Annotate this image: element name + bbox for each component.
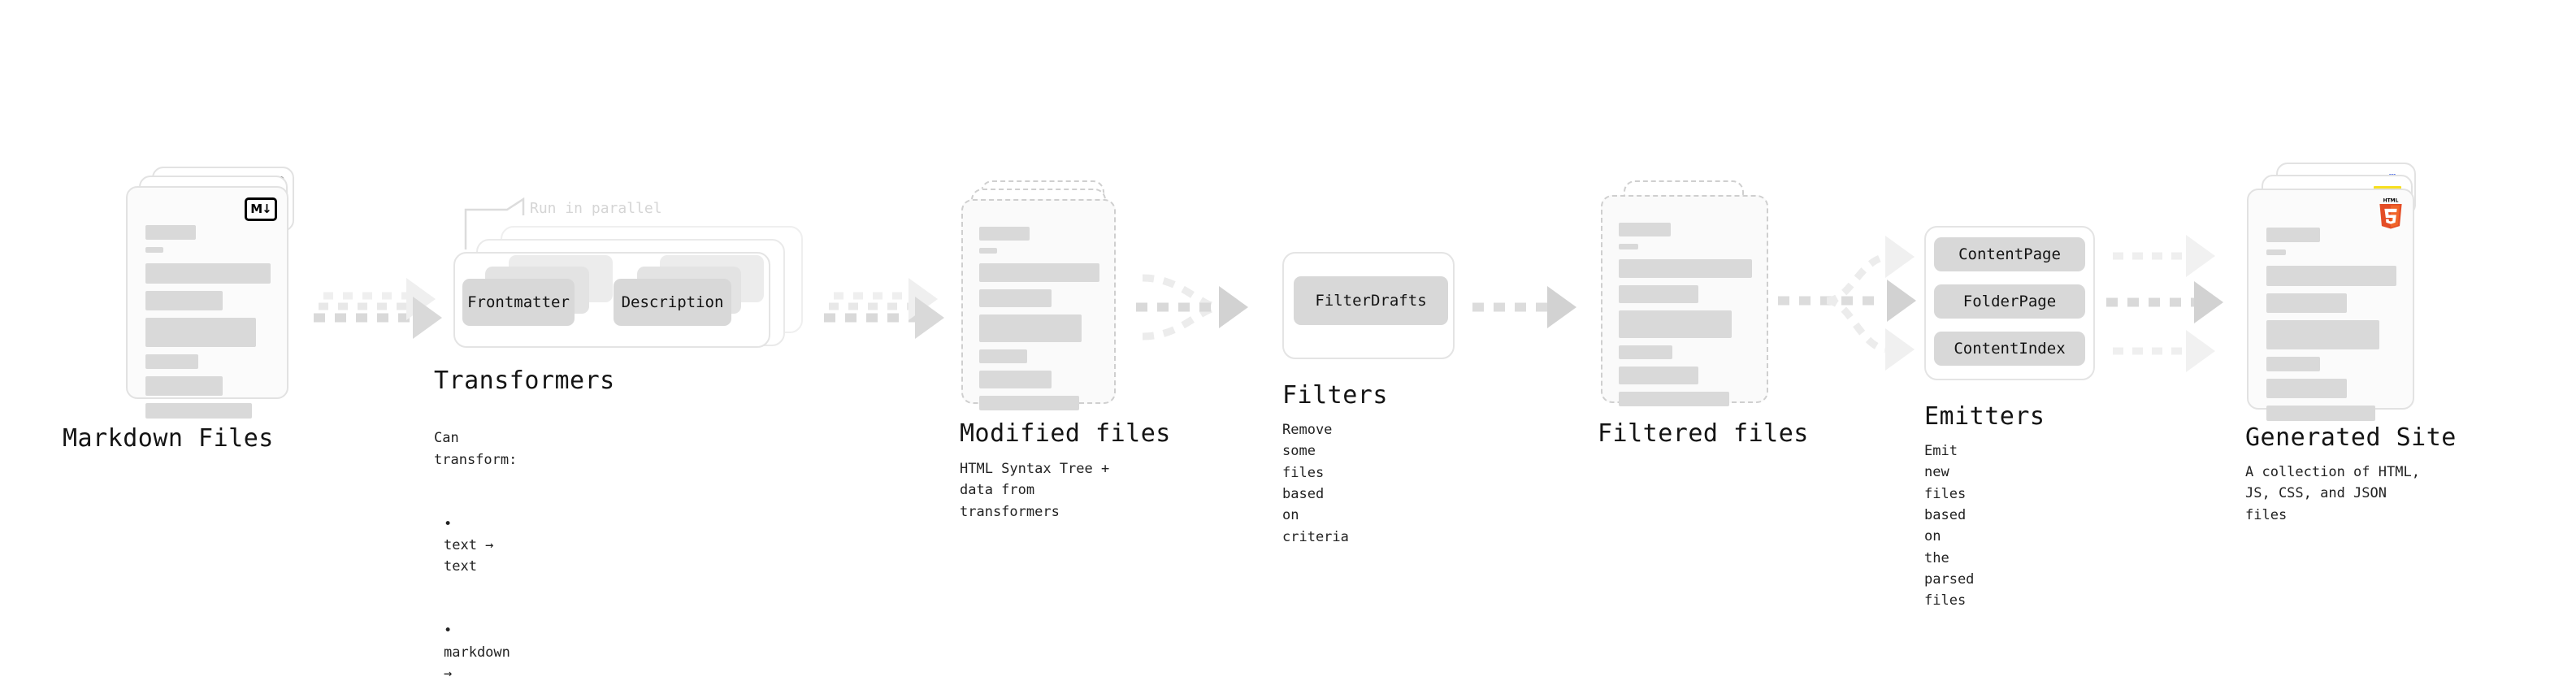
markdown-doc-bars: [145, 225, 271, 426]
stage-filtered-files: Filtered files: [1598, 180, 1808, 447]
transformers-desc-item-1-label: markdown → markdown: [444, 644, 510, 681]
modified-doc-stack: [961, 180, 1140, 416]
markdown-files-title: Markdown Files: [63, 424, 274, 453]
generated-site-desc: A collection of HTML, JS, CSS, and JSON …: [2245, 464, 2420, 523]
transformer-chip-description[interactable]: Description: [614, 279, 731, 326]
emitter-chip-contentpage-label: ContentPage: [1958, 245, 2061, 263]
filtered-doc-bars: [1619, 223, 1752, 414]
transformers-desc: Can transform: • text → text • markdown …: [434, 406, 517, 681]
filter-chip-filterdrafts-label: FilterDrafts: [1315, 292, 1427, 310]
markdown-doc-stack: M M M↓: [126, 167, 301, 419]
transformers-desc-head: Can transform:: [434, 430, 518, 468]
bullet-icon: •: [444, 515, 453, 532]
transformers-title: Transformers: [434, 367, 615, 395]
transformers-desc-item-0: • text → text: [434, 492, 517, 577]
emitter-chip-folderpage[interactable]: FolderPage: [1934, 284, 2085, 319]
site-doc-bars: [2266, 228, 2396, 428]
stage-markdown-files: M M M↓ Markdow: [63, 167, 301, 452]
emitters-title: Emitters: [1924, 402, 2045, 431]
filtered-files-title: Filtered files: [1598, 419, 1809, 448]
modified-doc-bars: [979, 227, 1099, 418]
markdown-icon-arrow: ↓: [262, 202, 272, 216]
filtered-doc-front[interactable]: [1601, 195, 1768, 406]
arrow-modified-to-filters: [1136, 274, 1248, 340]
modified-doc-front[interactable]: [961, 199, 1116, 410]
filter-chip-filterdrafts[interactable]: FilterDrafts: [1294, 276, 1448, 325]
transformer-chip-frontmatter-label: Frontmatter: [467, 293, 570, 311]
site-doc-front[interactable]: HTML: [2247, 189, 2414, 421]
transformers-desc-item-0-label: text → text: [444, 537, 494, 575]
emitters-desc: Emit new files based on the parsed files: [1924, 443, 1975, 609]
arrow-markdown-to-transformers: [314, 278, 442, 339]
arrow-filters-to-filtered: [1472, 286, 1576, 328]
transformer-chip-frontmatter[interactable]: Frontmatter: [462, 279, 575, 326]
arrow-filtered-to-emitters: [1778, 236, 1916, 371]
site-doc-stack: CSS HTML: [2247, 163, 2434, 421]
stage-generated-site: CSS HTML: [2245, 163, 2456, 523]
emitter-chip-contentindex[interactable]: ContentIndex: [1934, 332, 2085, 366]
run-in-parallel-label: Run in parallel: [530, 200, 662, 217]
emitter-chip-folderpage-label: FolderPage: [1962, 293, 2057, 310]
arrow-transformers-to-modified: [824, 278, 944, 339]
filtered-doc-stack: [1601, 180, 1780, 416]
html5-icon: HTML: [2379, 197, 2402, 229]
filters-desc: Remove some files based on criteria: [1282, 422, 1349, 545]
svg-text:HTML: HTML: [2383, 197, 2399, 203]
arrow-emitters-to-site: [2106, 235, 2223, 372]
markdown-doc-front[interactable]: M↓: [126, 186, 288, 419]
stage-modified-files: Modified files HTML Syntax Tree + data f…: [960, 180, 1170, 520]
bullet-icon: •: [444, 622, 453, 640]
generated-site-title: Generated Site: [2245, 423, 2457, 452]
emitter-chip-contentpage[interactable]: ContentPage: [1934, 237, 2085, 271]
markdown-icon-letter: M: [250, 202, 262, 216]
markdown-icon: M↓: [245, 197, 277, 221]
modified-files-desc: HTML Syntax Tree + data from transformer…: [960, 461, 1110, 520]
emitter-chip-contentindex-label: ContentIndex: [1954, 340, 2066, 358]
transformer-chip-description-label: Description: [621, 293, 724, 311]
filters-title: Filters: [1282, 381, 1388, 410]
modified-files-title: Modified files: [960, 419, 1171, 448]
transformers-desc-item-1: • markdown → markdown: [434, 599, 517, 681]
